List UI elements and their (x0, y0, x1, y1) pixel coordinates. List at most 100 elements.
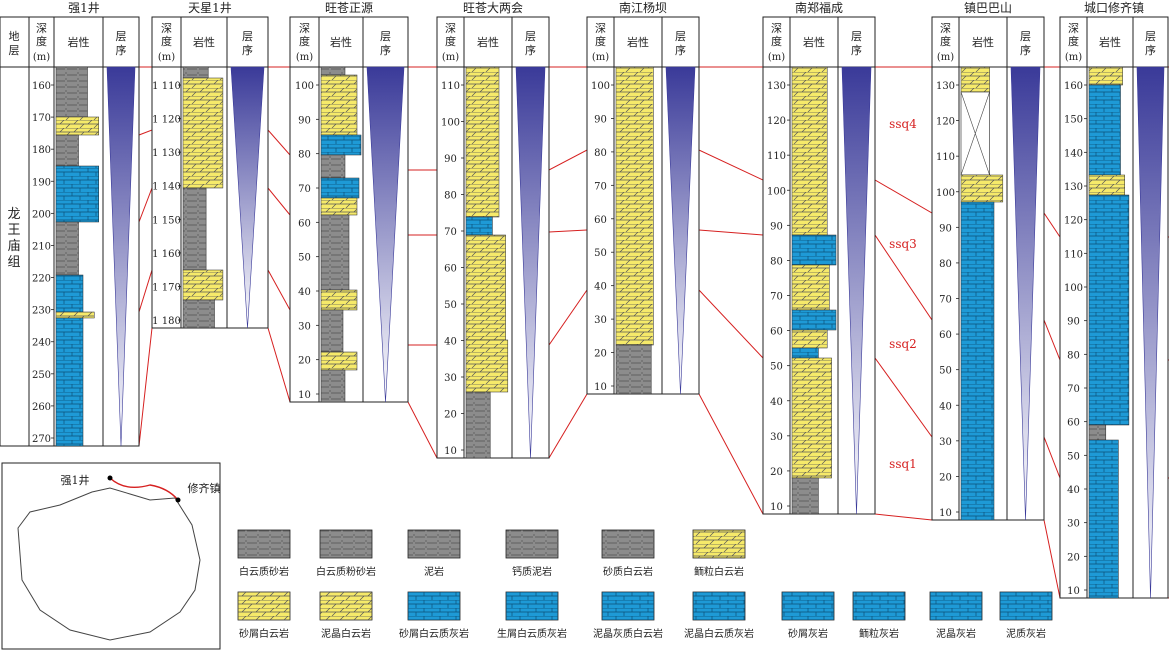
depth-tick: 130 (767, 81, 786, 92)
formation-header: 地层 (9, 30, 20, 57)
depth-tick: 1 130 (152, 148, 181, 159)
seq-header: 层序 (851, 30, 862, 57)
lith-pattern (56, 275, 83, 312)
depth-tick: 30 (939, 437, 952, 448)
depth-tick: 10 (444, 446, 457, 457)
depth-tick: 50 (1067, 451, 1080, 462)
sequence-label: ssq2 (889, 337, 917, 351)
lith-pattern (466, 217, 493, 235)
depth-tick: 50 (298, 253, 311, 264)
lith-pattern (321, 370, 345, 402)
depth-tick: 130 (1064, 182, 1083, 193)
lith-pattern (183, 67, 209, 78)
depth-tick: 160 (1064, 81, 1083, 92)
lith-pattern (321, 198, 357, 215)
lith-header: 岩性 (330, 35, 352, 49)
section-title: 镇巴巴山 (964, 1, 1012, 15)
lith-pattern (792, 358, 832, 478)
legend-swatch-pattern (1000, 592, 1052, 620)
depth-tick: 30 (594, 315, 607, 326)
legend-label: 钙质泥岩 (512, 565, 552, 578)
formation-frame (0, 16, 30, 447)
depth-tick: 120 (936, 117, 955, 128)
seq-header: 层序 (675, 30, 686, 57)
sequence-triangle (230, 66, 265, 329)
depth-tick: 110 (441, 81, 460, 92)
legend-label: 砂屑白云质灰岩 (399, 627, 469, 640)
depth-tick: 10 (1067, 586, 1080, 597)
depth-tick: 130 (936, 81, 955, 92)
depth-header: 深度 (36, 22, 47, 48)
section-trace (109, 477, 179, 501)
lith-pattern (321, 215, 349, 290)
depth-tick: 140 (1064, 148, 1083, 159)
section-title: 强1井 (68, 1, 100, 15)
depth-tick: 50 (594, 248, 607, 259)
seq-header: 层序 (116, 30, 127, 57)
sequence-label: ssq4 (889, 117, 917, 131)
legend-swatch-pattern (853, 592, 905, 620)
legend-swatch-pattern (602, 592, 654, 620)
lith-pattern (1089, 425, 1106, 440)
depth-tick: 110 (936, 152, 955, 163)
depth-tick: 90 (444, 154, 457, 165)
sequence-triangle (515, 66, 546, 459)
sequence-triangle (1136, 66, 1165, 599)
depth-tick: 70 (1067, 384, 1080, 395)
legend-label: 泥晶白云岩 (321, 627, 371, 640)
lith-pattern (321, 352, 357, 370)
depth-header: 深度 (940, 22, 951, 48)
depth-tick: 220 (32, 274, 51, 285)
depth-tick: 90 (298, 115, 311, 126)
depth-tick: 110 (1064, 249, 1083, 260)
lith-pattern (56, 318, 83, 446)
depth-tick: 20 (298, 356, 311, 367)
depth-tick: 110 (767, 151, 786, 162)
depth-tick: 150 (1064, 115, 1083, 126)
depth-header: 深度 (299, 22, 310, 48)
lith-gap-cross (960, 91, 990, 176)
inset-label-end: 修齐镇 (188, 481, 221, 495)
legend-label: 鲕粒灰岩 (859, 627, 899, 640)
section-title: 南江杨坝 (619, 0, 667, 15)
legend-label: 白云质粉砂岩 (316, 565, 376, 578)
depth-tick: 1 110 (152, 81, 181, 92)
depth-tick: 20 (444, 410, 457, 421)
depth-tick: 10 (298, 390, 311, 401)
lith-header: 岩性 (972, 35, 994, 49)
legend-label: 泥晶灰质白云岩 (593, 627, 663, 640)
depth-unit: (m) (937, 52, 954, 63)
lith-pattern (466, 392, 491, 458)
section-column: 南郑福成深度(m)岩性层序130120110100908070605040302… (762, 0, 876, 515)
depth-tick: 90 (1067, 317, 1080, 328)
depth-tick: 1 170 (152, 282, 181, 293)
depth-tick: 70 (594, 181, 607, 192)
lith-pattern (792, 265, 830, 310)
depth-tick: 20 (770, 467, 783, 478)
depth-unit: (m) (296, 52, 313, 63)
lith-pattern (792, 348, 819, 358)
legend-swatch-pattern (506, 592, 558, 620)
lith-pattern (1089, 195, 1129, 425)
depth-tick: 90 (770, 221, 783, 232)
depth-tick: 20 (1067, 552, 1080, 563)
lith-pattern (792, 310, 836, 330)
depth-tick: 80 (444, 191, 457, 202)
lith-pattern (183, 188, 207, 270)
lith-pattern (961, 202, 994, 520)
section-column: 城口修齐镇深度(m)岩性层序16015014013012011010090807… (1059, 0, 1169, 599)
section-title: 南郑福成 (795, 0, 843, 15)
section-column: 南江杨坝深度(m)岩性层序100908070605040302010 (586, 0, 700, 395)
legend-label: 泥岩 (424, 565, 444, 578)
sequence-triangle (366, 66, 405, 403)
lith-pattern (56, 67, 88, 117)
legend-swatch-pattern (693, 530, 745, 558)
legend-swatch-pattern (506, 530, 558, 558)
depth-tick: 40 (939, 401, 952, 412)
depth-tick: 40 (770, 397, 783, 408)
depth-tick: 80 (594, 148, 607, 159)
legend-label: 砂质白云岩 (603, 565, 653, 578)
sequence-triangle (841, 66, 872, 515)
legend-label: 砂屑白云岩 (239, 627, 289, 640)
